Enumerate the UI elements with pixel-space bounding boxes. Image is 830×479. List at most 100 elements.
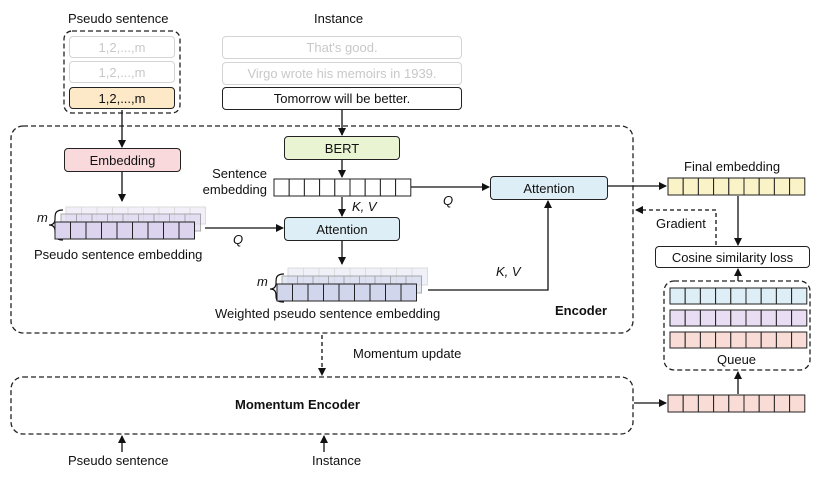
queue-row-2-cell [745,309,762,327]
queue-row-2 [669,309,808,327]
queue-row-1-cell [669,287,686,305]
pseudo-item-2: 1,2,...,m [69,61,175,83]
pseudo-embedding-layer-front-cell [85,221,102,240]
m-label-1: m [37,210,48,225]
kv-label-2: K, V [496,264,521,279]
final-embedding-strip-cell [667,177,684,196]
momentum-output-strip-cell [743,394,760,413]
pseudo-embedding-layer-front-cell [178,221,195,240]
arrow-gradient [635,206,717,245]
queue-row-1 [669,287,808,305]
instance-item-2: Virgo wrote his memoirs in 1939. [222,62,462,85]
instance-title: Instance [314,11,364,26]
pseudo-embedding-layer-front [54,221,195,240]
pseudo-embedding-layer-front-cell [132,221,149,240]
weighted-embedding-layer-front [276,283,417,302]
sentence-embedding-strip-cell [288,178,305,197]
weighted-embedding-layer-front-cell [276,283,293,302]
final-embedding-strip-cell [728,177,745,196]
attention-box-2: Attention [490,176,608,200]
queue-row-3-cell [669,331,686,349]
bert-box: BERT [284,136,400,160]
encoder-label: Encoder [555,303,608,318]
queue-row-3-cell [684,331,701,349]
weighted-embedding-layer-front-cell [307,283,324,302]
q-label-2: Q [233,232,244,247]
weighted-embedding-layer-front-cell [354,283,371,302]
sentence-embedding-strip-cell [303,178,321,197]
pseudo-embedding-layer-front-cell [147,221,164,240]
instance-item-1: That's good. [222,36,462,59]
momentum-output-strip-cell [682,394,699,413]
gradient-label: Gradient [656,216,706,231]
final-embedding-strip-cell [682,177,699,196]
momentum-encoder-container [10,376,634,435]
sentence-embedding-strip-cell [334,178,351,197]
pseudo-sentence-title: Pseudo sentence [68,11,169,26]
queue-row-3-cell [730,331,747,349]
queue-row-1-cell [684,287,701,305]
bottom-pseudo-sentence-label: Pseudo sentence [68,453,169,468]
sentence-embedding-strip-cell [364,178,381,197]
attention-box-1: Attention [284,217,400,241]
final-embedding-strip-cell [758,177,775,196]
weighted-embedding-layer-front-cell [369,283,386,302]
queue-row-1-cell [760,287,777,305]
momentum-output-strip-cell [773,394,791,413]
momentum-output-strip-cell [789,394,806,413]
instance-item-3: Tomorrow will be better. [222,87,462,110]
queue-row-2-cell [669,309,686,327]
final-embedding-strip-cell [713,177,730,196]
weighted-pseudo-embedding-label: Weighted pseudo sentence embedding [215,306,441,321]
queue-row-2-cell [699,309,717,327]
final-embedding-strip-cell [789,177,806,196]
queue-container [663,280,811,371]
embedding-strips [54,177,808,413]
sentence-embedding-strip [273,178,412,197]
queue-row-2-cell [684,309,701,327]
brace-weighted [269,273,285,303]
queue-row-1-cell [745,287,762,305]
weighted-embedding-layer-front-cell [292,283,309,302]
queue-row-2-cell [730,309,747,327]
momentum-update-label: Momentum update [353,346,462,361]
sentence-embedding-strip-cell [349,178,366,197]
weighted-embedding-layer-front-cell [385,283,402,302]
queue-row-2-cell [760,309,777,327]
pseudo-embedding-layer-front-cell [70,221,87,240]
final-embedding-strip-cell [773,177,791,196]
queue-row-3-cell [745,331,762,349]
pseudo-embedding-layer-front-cell [54,221,71,240]
final-embedding-label: Final embedding [684,159,781,174]
momentum-output-strip-cell [697,394,715,413]
queue-row-1-cell [775,287,793,305]
pseudo-embedding-layer-front-cell [101,221,118,240]
pseudo-embedding-layer-front-cell [116,221,133,240]
momentum-output-strip-cell [728,394,745,413]
weighted-embedding-layer-front-cell [338,283,355,302]
sentence-embedding-strip-cell [273,178,290,197]
queue-row-3-cell [775,331,793,349]
pseudo-item-3: 1,2,...,m [69,87,175,109]
weighted-embedding-layer-front-cell [400,283,417,302]
pseudo-embedding-layer-front-cell [163,221,180,240]
queue-row-2-cell [791,309,808,327]
queue-row-2-cell [775,309,793,327]
queue-row-2-cell [715,309,732,327]
momentum-output-strip [667,394,806,413]
momentum-output-strip-cell [713,394,730,413]
queue-row-3 [669,331,808,349]
kv-label-1: K, V [352,199,377,214]
bottom-instance-label: Instance [312,453,362,468]
queue-row-1-cell [730,287,747,305]
sentence-embedding-label-2: embedding [202,182,267,197]
sentence-embedding-strip-cell [395,178,412,197]
queue-row-3-cell [760,331,777,349]
final-embedding-strip [667,177,806,196]
queue-row-1-cell [699,287,717,305]
final-embedding-strip-cell [743,177,760,196]
queue-label: Queue [717,352,757,367]
embedding-box: Embedding [64,148,181,172]
queue-row-3-cell [699,331,717,349]
